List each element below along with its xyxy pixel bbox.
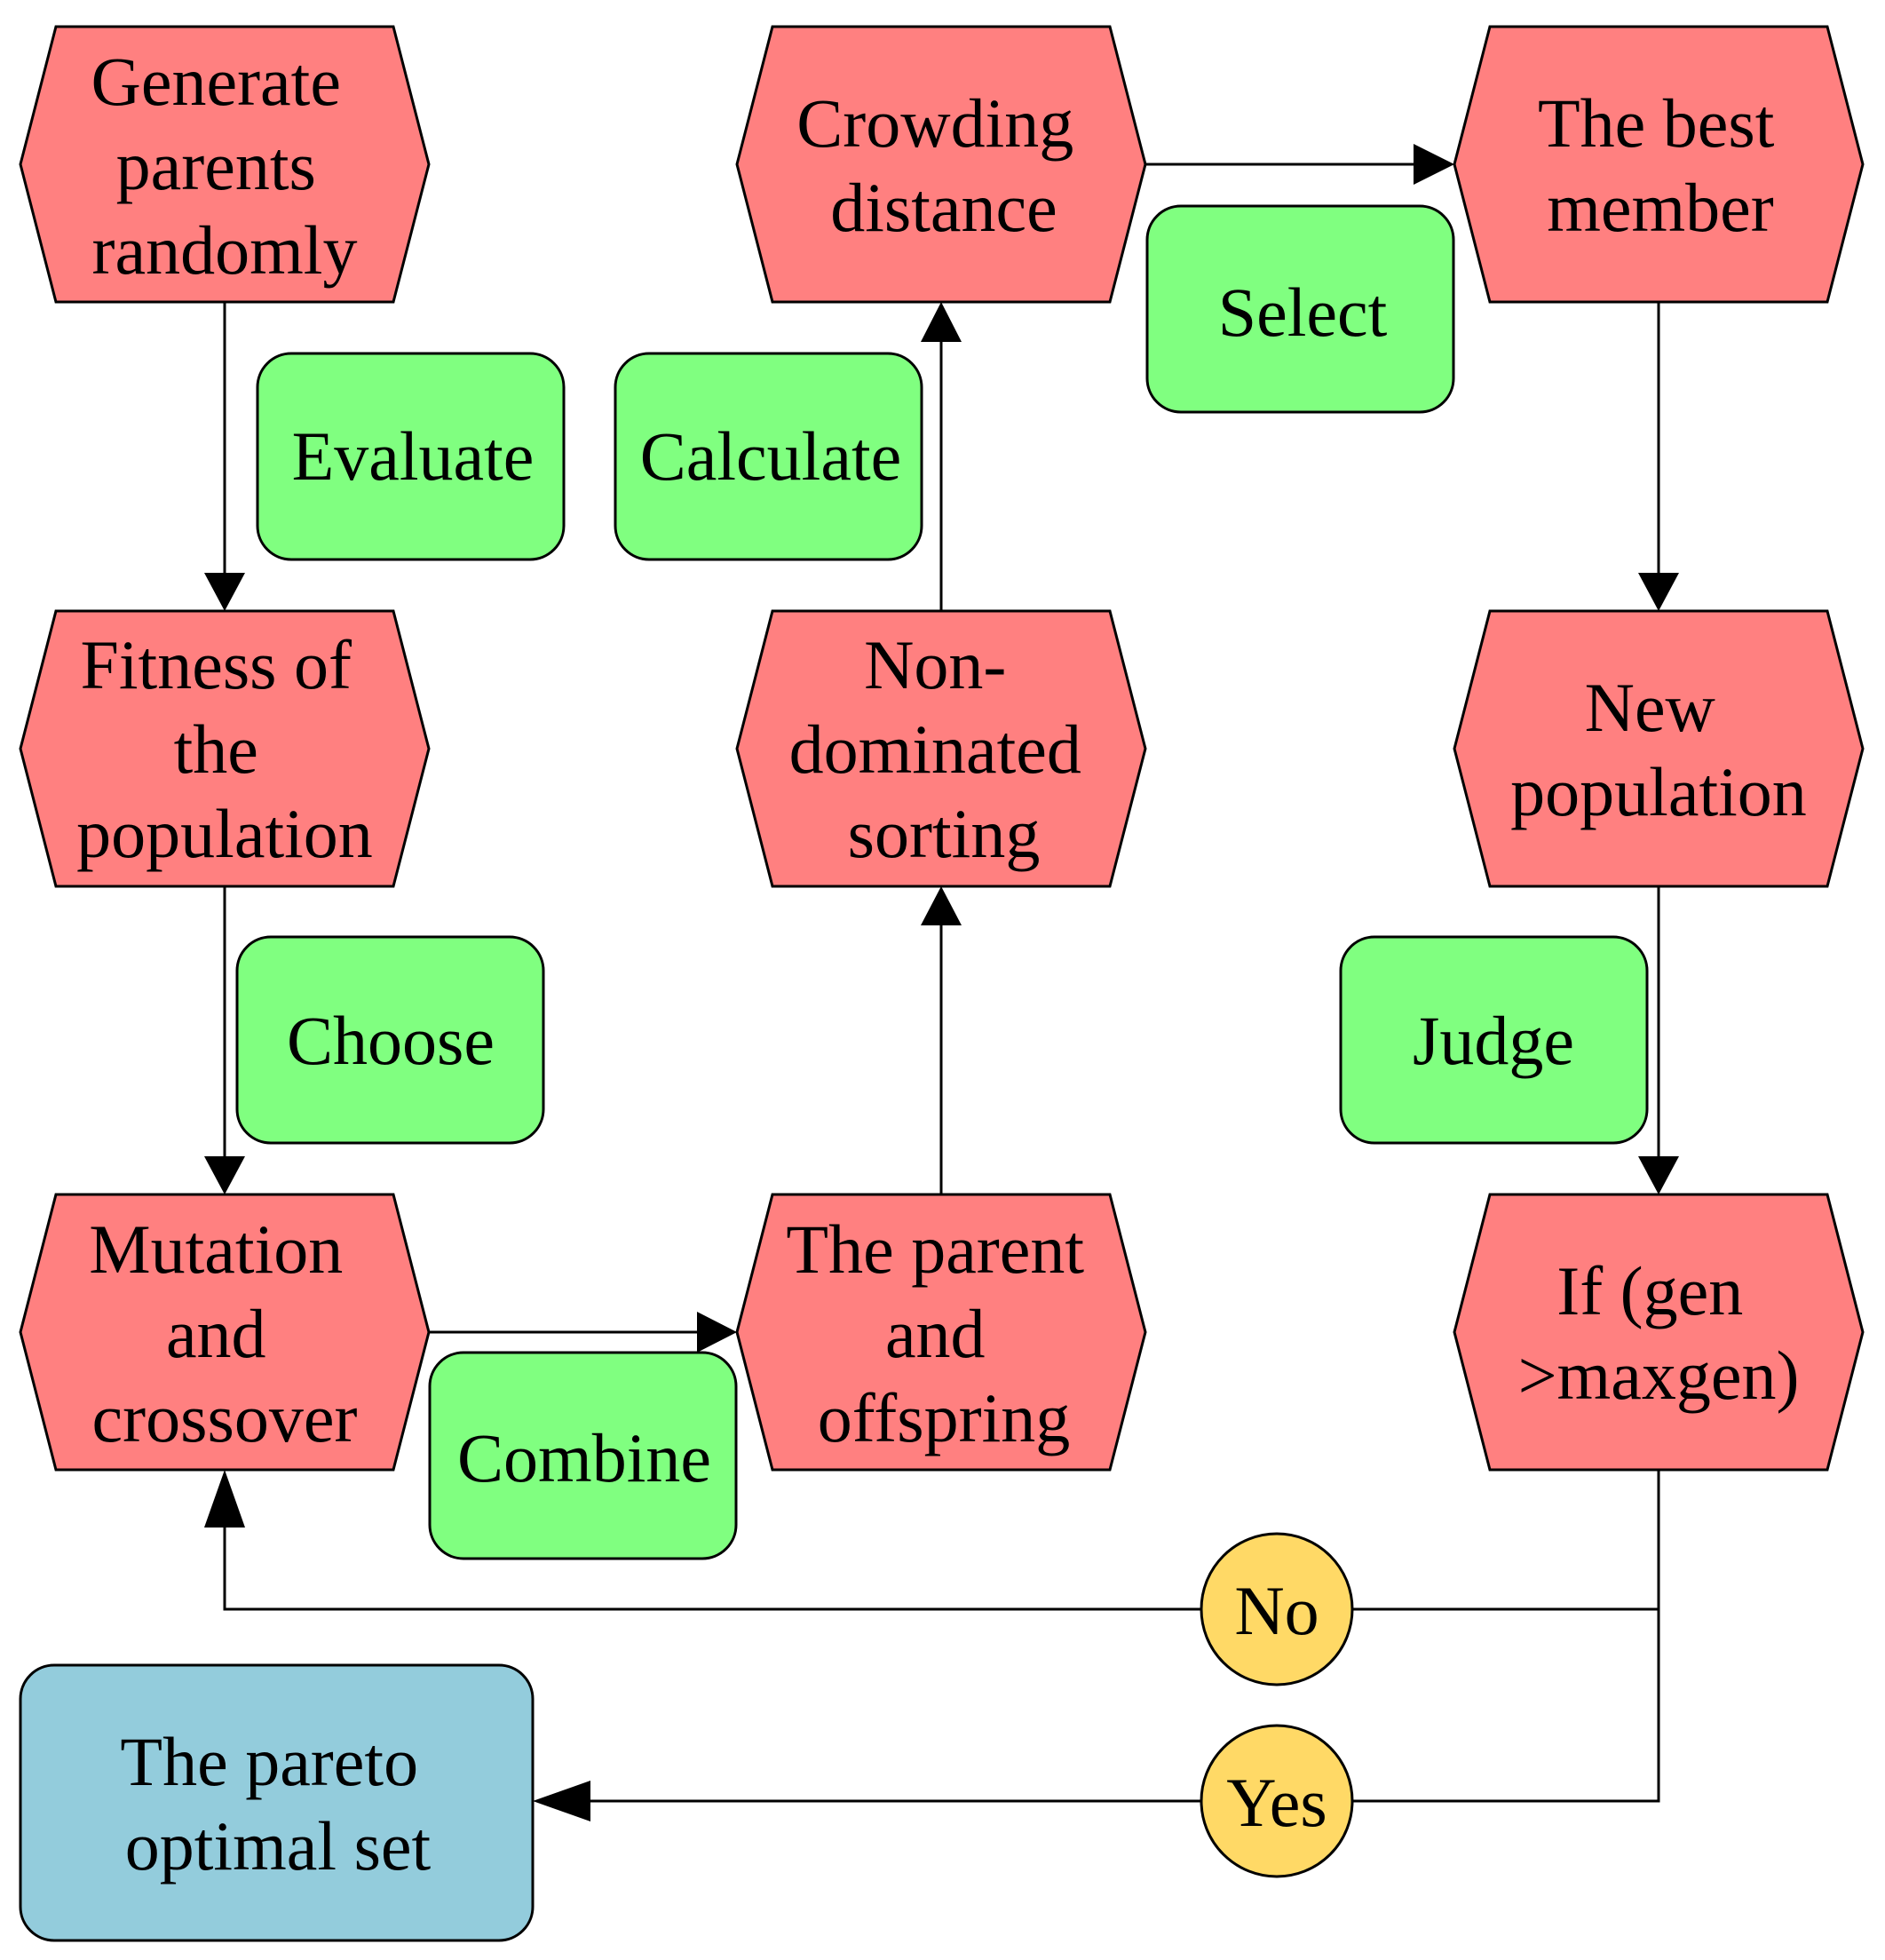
arrowhead-left-pareto	[533, 1781, 590, 1821]
node-label-line: population	[76, 795, 373, 872]
node-if-gen-maxgen: If (gen >maxgen)	[1453, 1193, 1865, 1472]
node-label-line: population	[1510, 753, 1807, 830]
arrowhead-down-new-population	[1638, 573, 1679, 611]
svg-text:The parent and off: The parent and offspring	[786, 1210, 1101, 1456]
arrowhead-up-crowding	[921, 302, 962, 342]
arrowhead-down-mutation	[204, 1156, 245, 1194]
arrowhead-up-mutation-loop	[204, 1470, 245, 1528]
node-label-line: and	[166, 1295, 266, 1372]
action-calculate: Calculate	[614, 352, 923, 561]
action-box	[1145, 204, 1455, 414]
svg-text:Non- dominated sor: Non- dominated sorting	[789, 626, 1099, 872]
svg-text:Fitness of the pop: Fitness of the population	[76, 626, 373, 872]
node-label-line: optimal set	[125, 1807, 432, 1885]
decision-label: Yes	[1226, 1764, 1327, 1841]
node-label-line: offspring	[818, 1379, 1071, 1456]
node-label-line: Mutation	[89, 1210, 343, 1288]
node-label-line: New	[1585, 669, 1715, 746]
node-label-line: randomly	[92, 211, 358, 289]
hexagon-shape	[19, 1193, 431, 1472]
action-evaluate: Evaluate	[256, 352, 566, 561]
arrowhead-right-best-member	[1414, 144, 1454, 185]
action-select: Select	[1145, 204, 1455, 414]
node-non-dominated-sorting: Non- dominated sorting	[735, 609, 1147, 888]
node-parent-and-offspring: The parent and offspring	[735, 1193, 1147, 1472]
arrowhead-down-fitness	[204, 573, 245, 611]
node-label-line: Non-	[864, 626, 1006, 703]
result-box	[19, 1663, 535, 1942]
arrowhead-up-non-dominated	[921, 886, 962, 925]
hexagon-shape	[1453, 1193, 1865, 1472]
node-label-line: and	[885, 1295, 986, 1372]
node-best-member: The best member	[1453, 25, 1865, 304]
hexagon-shape	[735, 25, 1147, 304]
action-label: Select	[1218, 274, 1388, 351]
action-box	[256, 352, 566, 561]
svg-text:The pareto optimal set: The pareto optimal set	[120, 1723, 435, 1885]
node-crowding-distance: Crowding distance	[735, 25, 1147, 304]
node-fitness-of-population: Fitness of the population	[19, 609, 431, 888]
node-label-line: The pareto	[120, 1723, 418, 1800]
hexagon-shape	[19, 609, 431, 888]
edge-yes-to-pareto	[580, 1609, 1660, 1803]
node-label-line: Fitness of	[80, 626, 352, 703]
node-label-line: member	[1547, 169, 1774, 246]
node-new-population: New population	[1453, 609, 1865, 888]
edge-no-loop	[223, 1470, 1660, 1611]
node-label-line: The parent	[786, 1210, 1084, 1288]
connectors	[204, 144, 1679, 1821]
node-label-line: distance	[830, 169, 1057, 246]
svg-text:Mutation and cross: Mutation and crossover	[89, 1210, 360, 1456]
node-label-line: crossover	[92, 1379, 358, 1456]
action-box	[235, 935, 545, 1145]
hexagon-shape	[1453, 25, 1865, 304]
action-label: Calculate	[640, 417, 902, 495]
decision-no: No	[1200, 1532, 1354, 1686]
node-label-line: The best	[1538, 84, 1775, 162]
svg-text:Crowding distance: Crowding distance	[796, 84, 1091, 246]
action-label: Judge	[1413, 1002, 1574, 1079]
node-mutation-and-crossover: Mutation and crossover	[19, 1193, 431, 1472]
node-label-line: parents	[116, 127, 316, 204]
decision-circle	[1200, 1532, 1354, 1686]
node-label-line: sorting	[848, 795, 1041, 872]
node-label-line: the	[174, 710, 258, 788]
decision-label: No	[1234, 1572, 1319, 1649]
action-choose: Choose	[235, 935, 545, 1145]
action-combine: Combine	[428, 1351, 738, 1560]
svg-text:Generate parents r: Generate parents randomly	[91, 43, 359, 289]
node-label-line: dominated	[789, 710, 1081, 788]
svg-text:If (gen >maxgen): If (gen >maxgen)	[1518, 1252, 1800, 1414]
svg-text:New population: New population	[1510, 669, 1807, 830]
hexagon-shape	[1453, 609, 1865, 888]
hexagon-shape	[735, 1193, 1147, 1472]
hexagon-shape	[735, 609, 1147, 888]
arrowhead-right-parent-offspring	[697, 1312, 737, 1353]
action-box	[1339, 935, 1649, 1145]
action-label: Combine	[457, 1419, 711, 1496]
node-label-line: If (gen	[1556, 1252, 1743, 1329]
node-pareto-optimal-set: The pareto optimal set	[19, 1663, 535, 1942]
arrowhead-down-if	[1638, 1156, 1679, 1194]
action-judge: Judge	[1339, 935, 1649, 1145]
svg-text:The best member: The best member	[1538, 84, 1792, 246]
action-box	[614, 352, 923, 561]
node-label-line: >maxgen)	[1518, 1337, 1800, 1414]
node-label-line: Generate	[91, 43, 341, 120]
action-box	[428, 1351, 738, 1560]
action-label: Evaluate	[292, 417, 535, 495]
action-label: Choose	[287, 1002, 495, 1079]
hexagon-shape	[19, 25, 431, 304]
decision-yes: Yes	[1200, 1724, 1354, 1878]
decision-circle	[1200, 1724, 1354, 1878]
node-label-line: Crowding	[796, 84, 1073, 162]
node-generate-parents: Generate parents randomly	[19, 25, 431, 304]
